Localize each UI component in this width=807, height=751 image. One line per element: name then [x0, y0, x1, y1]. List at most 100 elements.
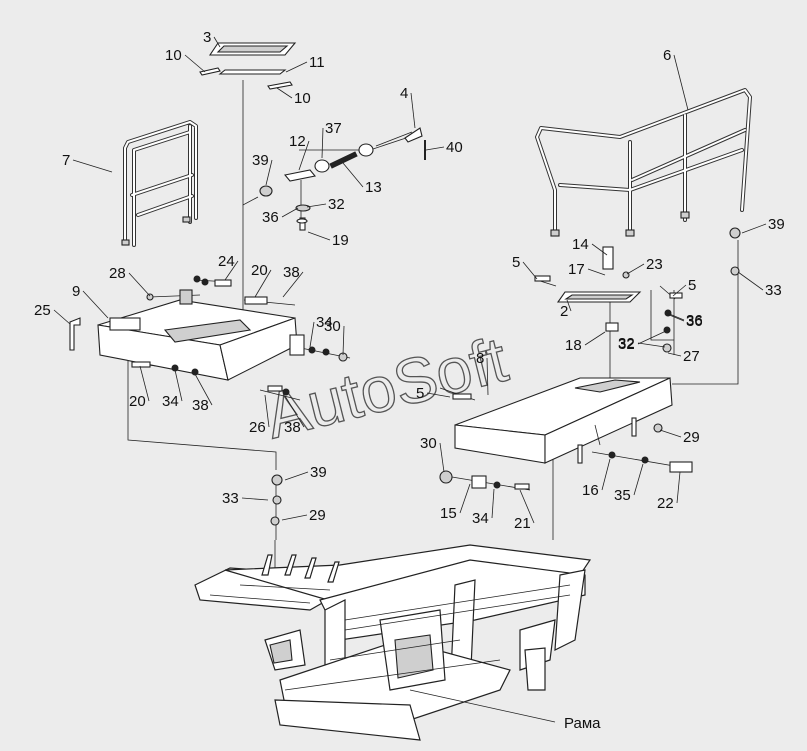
- callout-leader-33: [241, 497, 269, 501]
- callout-leader-34: [174, 369, 183, 402]
- callout-leader-20: [139, 365, 150, 402]
- callout-32: 32: [328, 196, 345, 213]
- frame-label: Рама: [564, 715, 601, 732]
- callout-27: 27: [683, 348, 700, 365]
- callout-leader-32: [637, 330, 667, 345]
- callout-6: 6: [663, 47, 671, 64]
- callout-35: 35: [614, 487, 631, 504]
- callout-38: 38: [283, 264, 300, 281]
- part-handrail-6: [535, 88, 752, 237]
- callout-leader-39: [265, 159, 273, 186]
- callout-25: 25: [34, 302, 51, 319]
- callout-leader-25: [53, 309, 71, 325]
- callout-12: 12: [289, 133, 306, 150]
- callout-18: 18: [565, 337, 582, 354]
- callout-leader-20: [254, 269, 272, 298]
- callout-leader-4: [410, 92, 416, 129]
- callout-leader-8: [486, 357, 489, 396]
- callout-leader-5: [672, 284, 687, 297]
- callout-38: 38: [284, 419, 301, 436]
- callout-20: 20: [129, 393, 146, 410]
- callout-21: 21: [514, 515, 531, 532]
- callout-leader-5: [426, 392, 451, 398]
- callout-20: 20: [251, 262, 268, 279]
- callout-39: 39: [252, 152, 269, 169]
- callout-38: 38: [192, 397, 209, 414]
- callout-leader-12: [298, 140, 310, 171]
- callout-leader-18: [584, 331, 606, 346]
- callout-leader-40: [425, 146, 445, 151]
- callout-leader-29: [281, 514, 308, 521]
- callout-36: 36: [262, 209, 279, 226]
- callout-10: 10: [165, 47, 182, 64]
- callout-leader-9: [82, 290, 109, 319]
- hardware-top: [259, 127, 426, 231]
- callout-29: 29: [683, 429, 700, 446]
- callout-30: 30: [420, 435, 437, 452]
- callout-leader-16: [601, 458, 611, 491]
- callout-leader-19: [307, 231, 331, 241]
- callout-leader-15: [459, 483, 471, 514]
- callout-leader-29: [659, 429, 682, 438]
- callout-leader-26: [264, 394, 270, 428]
- callout-leader-39: [284, 471, 309, 481]
- callout-7: 7: [62, 152, 70, 169]
- callout-leader-6: [673, 54, 689, 111]
- callout-22: 22: [657, 495, 674, 512]
- callout-36: 36: [686, 313, 703, 330]
- callout-37: 37: [325, 120, 342, 137]
- callout-26: 26: [249, 419, 266, 436]
- callout-29: 29: [309, 507, 326, 524]
- callout-leader-37: [321, 127, 324, 159]
- callout-8: 8: [476, 350, 484, 367]
- callout-leader-13: [342, 162, 364, 188]
- callout-15: 15: [440, 505, 457, 522]
- callout-leader-3: [213, 36, 221, 48]
- callout-36: 36: [686, 312, 703, 329]
- callout-9: 9: [72, 283, 80, 300]
- callout-2: 2: [560, 303, 568, 320]
- callout-5: 5: [688, 277, 696, 294]
- callout-13: 13: [365, 179, 382, 196]
- callout-leader-34: [309, 321, 315, 348]
- callout-leader-23: [626, 263, 645, 275]
- callout-39: 39: [768, 216, 785, 233]
- callout-leader-38: [284, 395, 305, 428]
- callout-16: 16: [582, 482, 599, 499]
- callout-leader-17: [587, 268, 606, 276]
- callout-leader-36: [666, 313, 685, 322]
- callout-leader-28: [128, 272, 151, 297]
- callout-leader-39: [741, 223, 767, 234]
- callout-39: 39: [310, 464, 327, 481]
- part-handrail-7: [121, 120, 198, 247]
- callout-19: 19: [332, 232, 349, 249]
- part-cover-3: [199, 42, 297, 90]
- callout-23: 23: [646, 256, 663, 273]
- callout-10: 10: [294, 90, 311, 107]
- part-platform-8: [270, 227, 741, 526]
- callout-leader-38: [282, 271, 304, 298]
- callout-leader-38: [194, 373, 213, 406]
- callout-leader-35: [633, 463, 644, 496]
- callout-leader-24: [224, 260, 239, 281]
- callout-leader-7: [72, 159, 113, 173]
- callout-34: 34: [316, 314, 333, 331]
- callout-40: 40: [446, 139, 463, 156]
- callout-leader-22: [676, 471, 681, 504]
- callout-11: 11: [309, 54, 325, 71]
- callout-leader-10: [184, 54, 206, 73]
- callout-34: 34: [472, 510, 489, 527]
- callout-leader-30: [439, 442, 445, 473]
- callout-30: 30: [324, 318, 341, 335]
- callout-leader-14: [591, 243, 608, 256]
- part-platform-9: [69, 275, 348, 396]
- callout-leader-2: [566, 299, 572, 312]
- callout-leader-33: [737, 271, 764, 291]
- callout-leader-36: [666, 312, 685, 321]
- callout-leader-21: [519, 489, 535, 524]
- callout-leader-30: [342, 325, 345, 356]
- callout-3: 3: [203, 29, 211, 46]
